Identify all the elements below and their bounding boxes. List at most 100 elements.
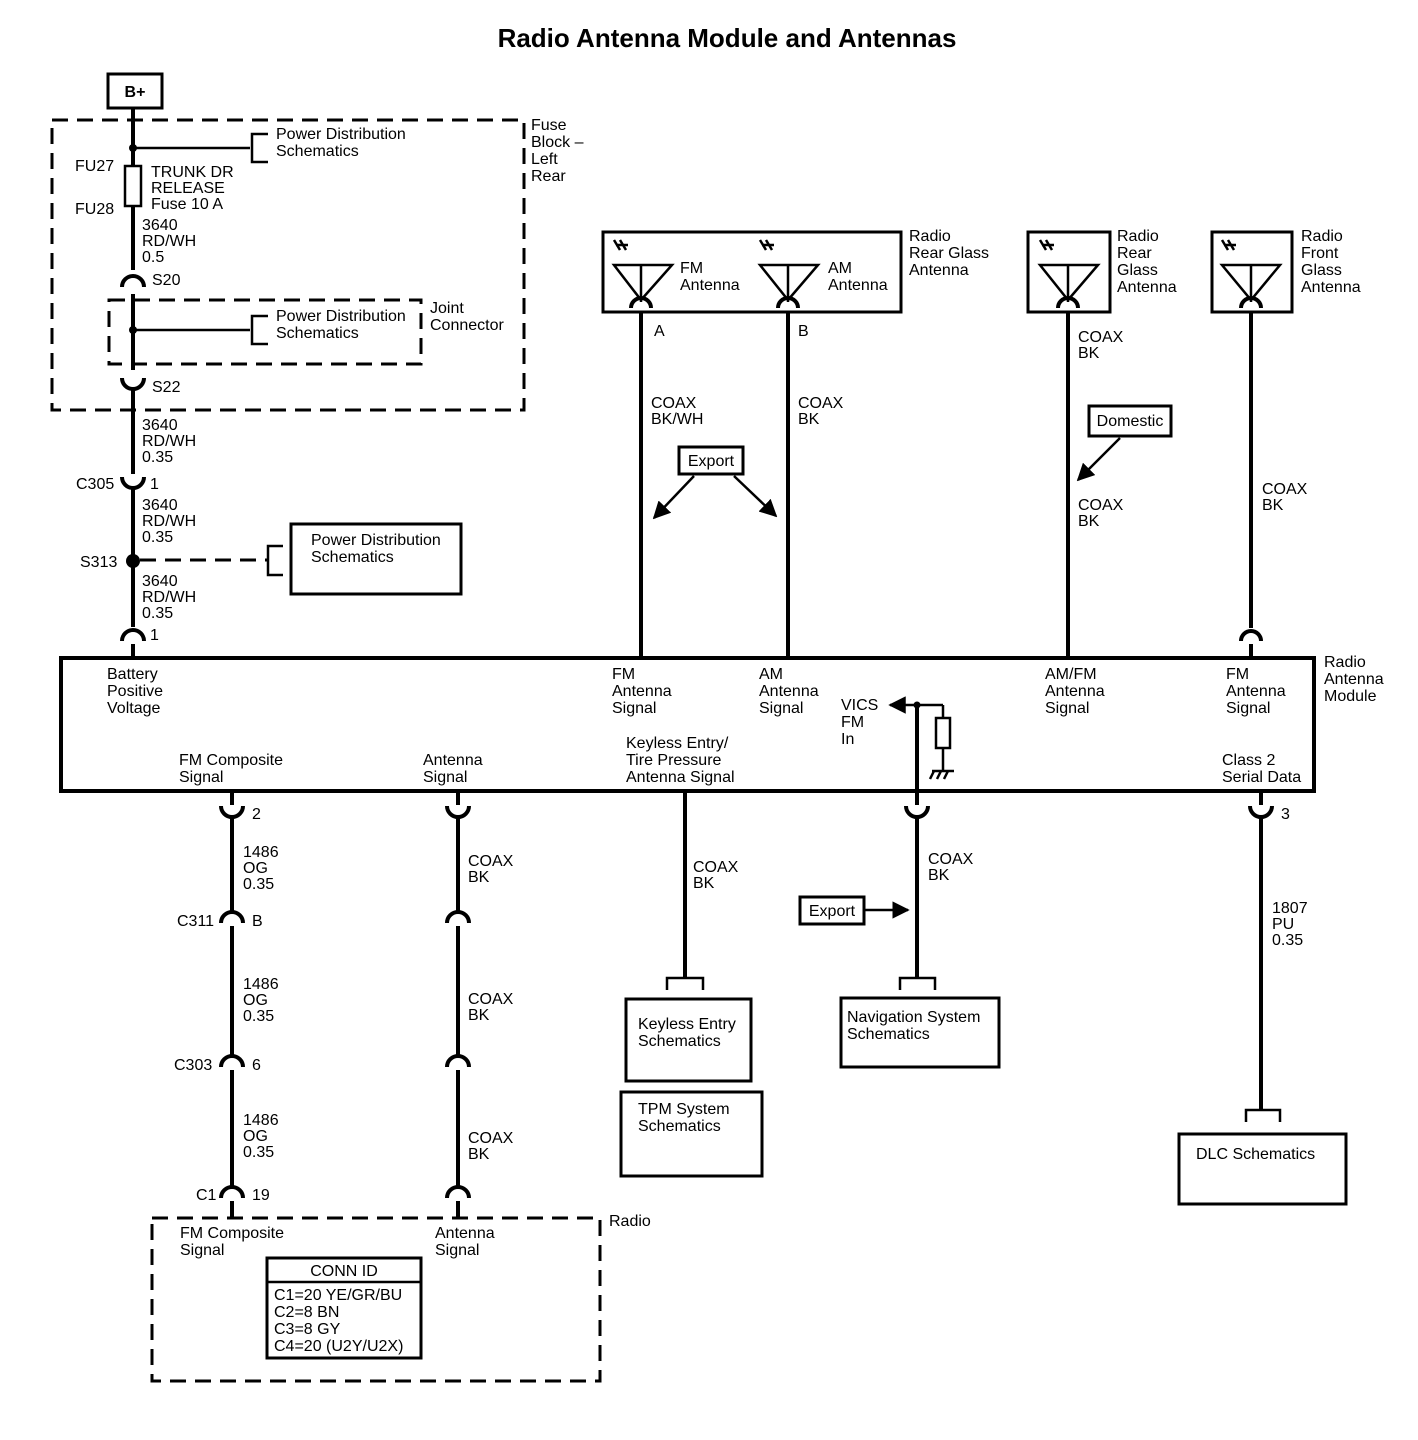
fuse-top-label: FU27 [75,158,114,175]
module-pin-1: 1 [150,627,159,644]
dlc-schematics-box [1177,1132,1348,1206]
domestic-badge [1087,404,1173,438]
conn-c303-pin: 6 [252,1057,261,1074]
diagram-title: Radio Antenna Module and Antennas [498,23,957,53]
splice-s313: S313 [80,554,117,571]
splice-s22: S22 [152,379,181,396]
fuse-bottom-label: FU28 [75,201,114,218]
am-antenna-symbol [757,239,821,302]
s313-pds-box [289,522,463,596]
pin-a: A [654,323,665,340]
rear-glass-antenna-box [601,230,903,314]
conn-id-table [265,1256,423,1360]
domestic-label: Domestic [1097,413,1164,430]
tpm-schematics-box [619,1090,764,1178]
splice-s313-dot [126,554,140,568]
ground-symbol [928,769,954,780]
pin-2: 2 [252,806,261,823]
export-badge-top [677,445,745,476]
export-label-bottom: Export [809,903,856,920]
conn-c1-pin: 19 [252,1187,270,1204]
conn-c305: C305 [76,476,114,493]
conn-id-title: CONN ID [310,1263,378,1280]
conn-c303: C303 [174,1057,212,1074]
conn-c311: C311 [177,913,214,930]
rear-glass-antenna2-symbol [1037,239,1101,302]
nav-schematics-box [839,996,1001,1069]
radio-label: Radio [609,1213,651,1230]
radio-outline [150,1216,602,1383]
keyless-schematics-box [624,997,753,1083]
module-box [59,656,1316,793]
fm-antenna-symbol [611,239,675,302]
joint-connector-outline [107,298,423,366]
fuse-symbol [123,164,143,208]
pin-b: B [798,323,809,340]
export-badge-bottom [798,895,866,926]
front-glass-antenna-symbol [1219,239,1283,302]
conn-c1: C1 [196,1187,217,1204]
fuse-block-outline [50,118,526,412]
conn-c311-pin: B [252,913,263,930]
export-label-top: Export [688,453,735,470]
pin-3: 3 [1281,806,1290,823]
conn-c305-pin: 1 [150,476,159,493]
dlc-schematics-label: DLC Schematics [1196,1146,1315,1163]
splice-s20: S20 [152,272,181,289]
bplus-label: B+ [125,84,146,101]
vics-resistor [934,716,952,750]
